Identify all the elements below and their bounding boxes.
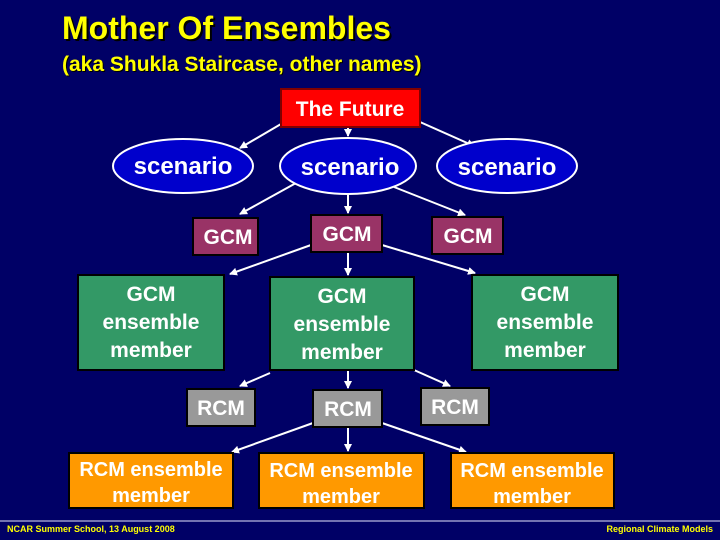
svg-text:GCM: GCM (323, 223, 372, 246)
gcm-nodes: GCM GCM GCM (192, 214, 504, 256)
arrows (229, 121, 476, 454)
svg-text:scenario: scenario (134, 153, 233, 180)
svg-text:scenario: scenario (301, 154, 400, 181)
svg-text:RCM ensemble: RCM ensemble (269, 460, 412, 482)
svg-text:member: member (301, 341, 383, 364)
svg-text:GCM: GCM (318, 285, 367, 308)
svg-text:The Future: The Future (296, 98, 405, 121)
slide-title: Mother Of Ensembles (62, 10, 391, 46)
svg-text:member: member (302, 486, 380, 508)
footer-left: NCAR Summer School, 13 August 2008 (7, 524, 175, 534)
svg-text:RCM: RCM (197, 397, 245, 420)
svg-text:RCM: RCM (431, 396, 479, 419)
svg-text:ensemble: ensemble (497, 311, 594, 334)
svg-text:scenario: scenario (458, 154, 557, 181)
svg-text:GCM: GCM (204, 226, 253, 249)
svg-text:member: member (493, 486, 571, 508)
footer-right: Regional Climate Models (606, 524, 713, 534)
svg-text:RCM ensemble: RCM ensemble (79, 459, 222, 481)
svg-text:member: member (110, 339, 192, 362)
rcm-nodes: RCM RCM RCM (186, 387, 490, 428)
slide-subtitle: (aka Shukla Staircase, other names) (62, 53, 422, 76)
svg-text:member: member (112, 485, 190, 507)
svg-text:GCM: GCM (444, 225, 493, 248)
svg-text:RCM ensemble: RCM ensemble (460, 460, 603, 482)
svg-text:member: member (504, 339, 586, 362)
gcm-member-nodes: GCM ensemble member GCM ensemble member … (77, 274, 619, 371)
root-node: The Future (280, 88, 421, 128)
svg-text:GCM: GCM (521, 283, 570, 306)
svg-text:GCM: GCM (127, 283, 176, 306)
svg-text:RCM: RCM (324, 398, 372, 421)
rcm-member-nodes: RCM ensemble member RCM ensemble member … (68, 452, 615, 509)
svg-text:ensemble: ensemble (294, 313, 391, 336)
scenario-nodes: scenario scenario scenario (112, 137, 578, 195)
svg-text:ensemble: ensemble (103, 311, 200, 334)
